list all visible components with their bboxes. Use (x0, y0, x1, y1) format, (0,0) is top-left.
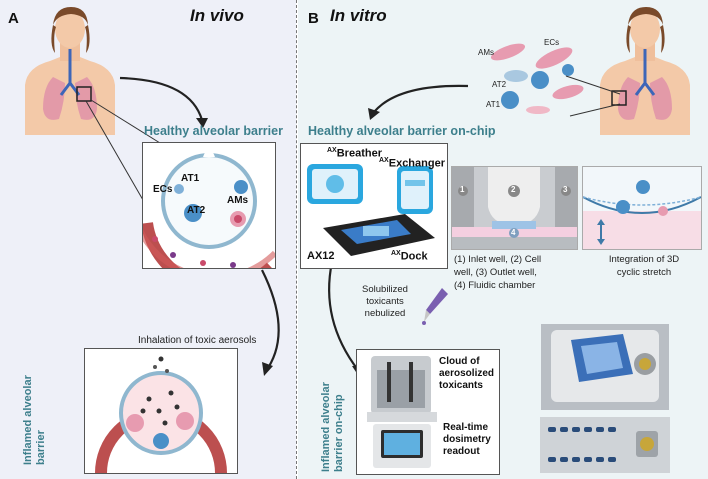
inflamed-alveolus-illustration (95, 356, 227, 474)
on-chip-title: Healthy alveolar barrier on-chip (308, 124, 496, 138)
dosimetry-caption-line1: Real-time (443, 422, 489, 433)
panel-b-title: In vitro (330, 6, 387, 25)
breather-sup: AX (327, 147, 337, 154)
label-at1: AT1 (181, 173, 200, 184)
exchanger-sup: AX (379, 157, 389, 164)
healthy-alveolus-box: ECs AT1 AT2 AMs (134, 142, 278, 294)
wells-caption-line3: (4) Fluidic chamber (454, 280, 536, 291)
dosimetry-caption-line2: dosimetry (443, 434, 491, 445)
inflamed-label-line1: Inflamed alveolar (22, 375, 34, 465)
cell-label-ecs: ECs (544, 38, 560, 47)
pipette-icon (422, 288, 448, 325)
dosimetry-caption-line3: readout (443, 446, 480, 457)
wells-caption-line1: (1) Inlet well, (2) Cell (454, 254, 542, 265)
panel-in-vitro: B In vitro AMs ECs AT2 AT1 Healthy alveo (298, 0, 708, 479)
dosimetry-caption: Real-time dosimetry readout (443, 422, 491, 458)
label-ecs: ECs (153, 184, 173, 195)
inhalation-caption: Inhalation of toxic aerosols (138, 335, 257, 346)
stretch-caption-line2: cyclic stretch (616, 267, 672, 278)
stretch-illustration (582, 167, 702, 249)
human-torso-lungs-illustration (25, 7, 115, 135)
wells-caption: (1) Inlet well, (2) Cell well, (3) Outle… (454, 253, 541, 292)
panel-a-letter: A (8, 10, 19, 27)
ax12-label: AX12 (307, 250, 335, 262)
device-photo-top (541, 324, 669, 410)
inflamed-on-chip-vertical-label: Inflamed alveolar barrier on-chip (320, 332, 346, 472)
well-number-4: 4 (511, 228, 516, 237)
dock-label: AXDock (391, 250, 428, 263)
healthy-alveolus-illustration (134, 149, 278, 294)
exchanger-name: Exchanger (388, 157, 445, 170)
stretch-caption-line1: Integration of 3D (608, 254, 680, 265)
panel-in-vivo: A In vivo Healthy alveolar barrier (0, 0, 296, 479)
device-photo-plate-illustration (540, 417, 670, 473)
wells-cross-section-illustration (452, 167, 577, 249)
device-photo-top-illustration (541, 324, 669, 410)
label-at2: AT2 (187, 205, 206, 216)
inflamed-label-line2: barrier (35, 430, 47, 465)
inflamed-barrier-vertical-label: Inflamed alveolar barrier (22, 345, 48, 465)
human-torso-lungs-illustration-b (600, 7, 690, 135)
devices-box: AXBreather AXExchanger AX12 AXDock (300, 143, 448, 269)
zoom-connector-lines (85, 76, 280, 376)
nebulized-caption-line3: nebulized (364, 308, 406, 319)
cloud-caption-line3: toxicants (439, 380, 483, 391)
scattered-cells-illustration (490, 43, 584, 114)
well-number-3: 3 (563, 185, 568, 194)
cell-label-ams: AMs (478, 48, 494, 57)
nebulized-caption-line1: Solubilized (362, 284, 408, 295)
well-number-2: 2 (511, 185, 516, 194)
label-ams: AMs (227, 195, 249, 206)
inflamed-chip-line2: barrier on-chip (333, 394, 345, 472)
breather-label: AXBreather (327, 147, 382, 160)
dock-name: Dock (400, 250, 428, 263)
exchanger-label: AXExchanger (379, 157, 445, 170)
healthy-barrier-title: Healthy alveolar barrier (144, 124, 283, 138)
panel-a-title: In vivo (190, 6, 244, 25)
cloud-device-box: Cloud of aerosolized toxicants Real-time… (356, 349, 500, 475)
cloud-caption: Cloud of aerosolized toxicants (439, 356, 494, 392)
panel-divider (296, 0, 297, 479)
inflamed-chip-line1: Inflamed alveolar (320, 382, 332, 472)
device-photo-plate (540, 417, 670, 473)
panel-b-letter: B (308, 10, 319, 27)
cloud-device-illustration (367, 356, 437, 468)
dock-sup: AX (391, 250, 401, 257)
well-number-1: 1 (460, 185, 465, 194)
nebulized-caption-line2: toxicants (366, 296, 404, 307)
stretch-caption: Integration of 3D cyclic stretch (594, 253, 694, 279)
wells-caption-line2: well, (3) Outlet well, (454, 267, 537, 278)
breather-name: Breather (336, 147, 382, 160)
nebulized-caption: Solubilized toxicants nebulized (350, 284, 420, 320)
inflamed-alveolus-box (84, 348, 238, 474)
wells-cross-section: 1 2 3 4 (451, 166, 578, 250)
stretch-diagram (582, 166, 702, 250)
cloud-caption-line2: aerosolized (439, 368, 495, 379)
devices-illustration (307, 164, 435, 256)
cell-label-at1: AT1 (486, 100, 501, 109)
cloud-caption-line1: Cloud of (439, 356, 480, 367)
cell-label-at2: AT2 (492, 80, 507, 89)
